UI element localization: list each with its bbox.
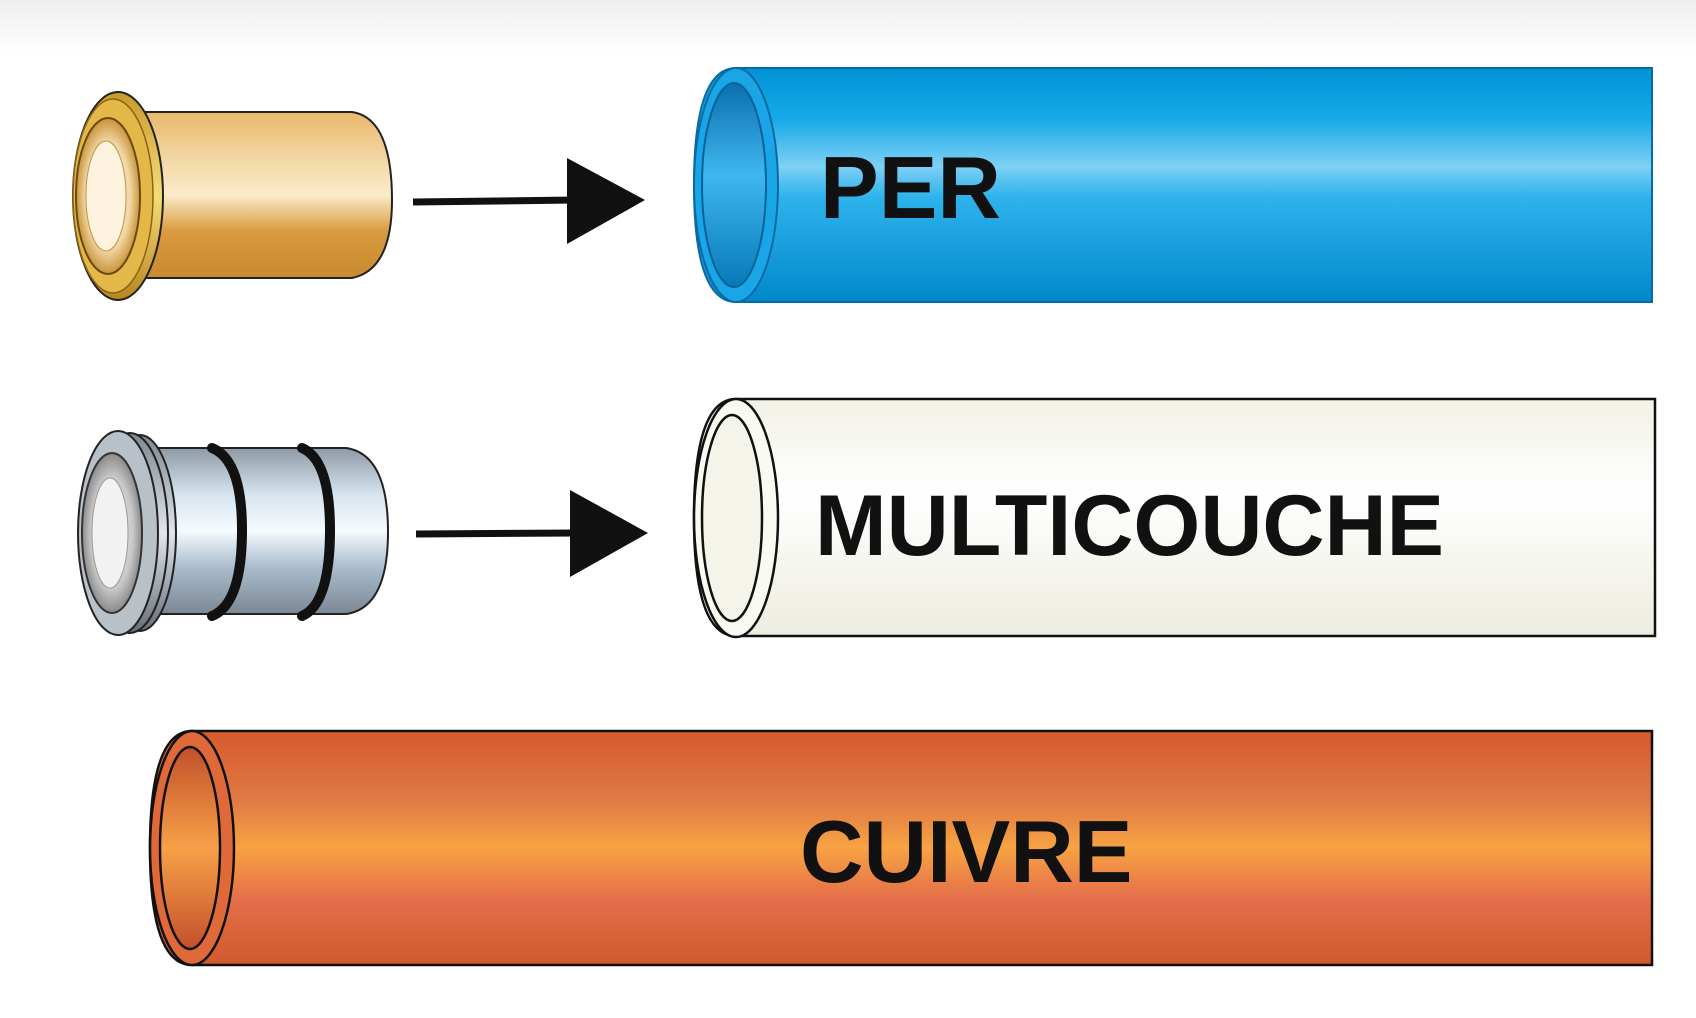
pipe-label-multicouche: MULTICOUCHE: [815, 478, 1444, 574]
pipe-label-per: PER: [820, 138, 1001, 237]
pipe-per: PER: [692, 67, 1653, 303]
arrow-to-per: [412, 158, 645, 244]
brass-insert-fitting: [72, 91, 394, 301]
pipe-multicouche: MULTICOUCHE: [692, 397, 1657, 639]
pipe-cuivre: CUIVRE: [148, 729, 1654, 967]
pipe-label-cuivre: CUIVRE: [800, 802, 1133, 901]
steel-insert-fitting: [77, 430, 390, 636]
arrow-to-multicouche: [415, 490, 648, 577]
